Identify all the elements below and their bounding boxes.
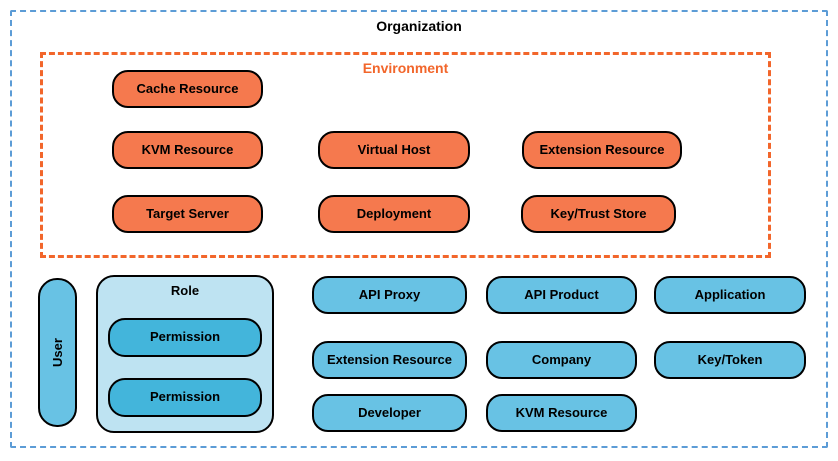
- node-api-product: API Product: [486, 276, 637, 314]
- node-user-label: User: [49, 338, 65, 367]
- node-key-trust-store: Key/Trust Store: [521, 195, 676, 233]
- node-company: Company: [486, 341, 637, 379]
- node-developer: Developer: [312, 394, 467, 432]
- node-virtual-host: Virtual Host: [318, 131, 470, 169]
- node-target-server: Target Server: [112, 195, 263, 233]
- node-user: User: [38, 278, 77, 427]
- node-extension-resource-env: Extension Resource: [522, 131, 682, 169]
- node-cache-resource: Cache Resource: [112, 70, 263, 108]
- node-key-token: Key/Token: [654, 341, 806, 379]
- node-deployment: Deployment: [318, 195, 470, 233]
- organization-label: Organization: [376, 18, 462, 34]
- node-extension-resource-org: Extension Resource: [312, 341, 467, 379]
- node-api-proxy: API Proxy: [312, 276, 467, 314]
- node-permission-1: Permission: [108, 318, 262, 357]
- organization-boundary: [10, 10, 828, 448]
- node-application: Application: [654, 276, 806, 314]
- node-permission-2: Permission: [108, 378, 262, 417]
- environment-label: Environment: [362, 60, 449, 76]
- node-role-label: Role: [170, 283, 200, 298]
- node-kvm-resource-org: KVM Resource: [486, 394, 637, 432]
- node-kvm-resource-env: KVM Resource: [112, 131, 263, 169]
- environment-boundary: [40, 52, 771, 258]
